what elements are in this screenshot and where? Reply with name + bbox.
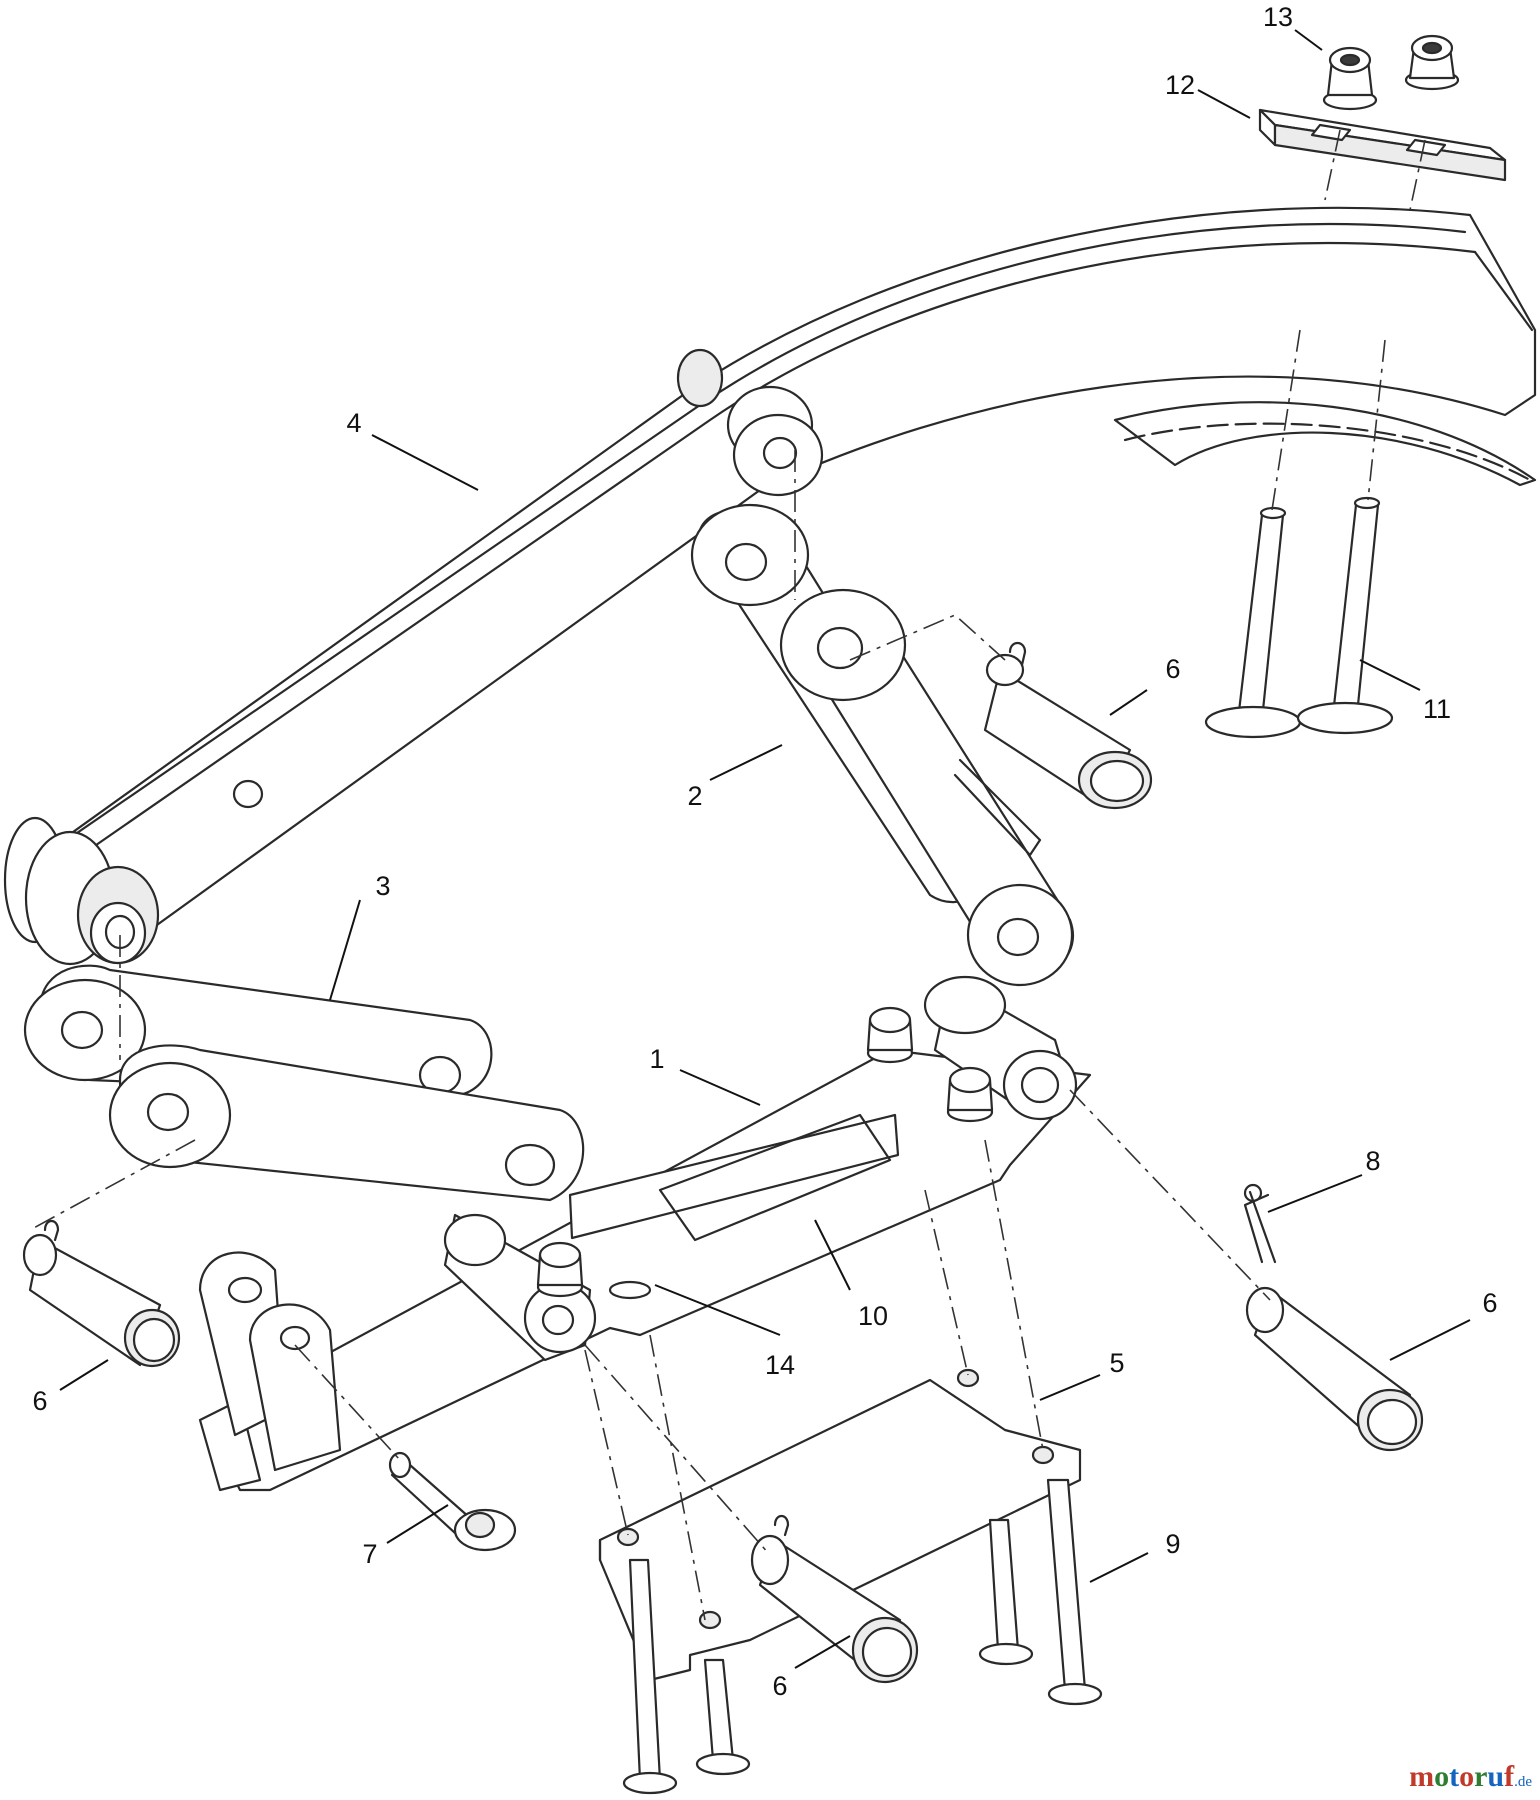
- part-7-pin: [388, 1451, 517, 1552]
- part-8-clip: [1243, 1183, 1277, 1264]
- watermark-logo: motoruf.de: [1409, 1760, 1532, 1794]
- callout-labels: 13 12 4 6 2 11 3 1 8 10 6 14 5 6 7 9 6: [32, 2, 1497, 1701]
- part-1-base-plate: [203, 1048, 1092, 1492]
- callout-13: 13: [1263, 2, 1293, 32]
- part-12-plate: [1258, 108, 1507, 182]
- part-2-link-front: [779, 588, 1074, 987]
- callout-3: 3: [375, 871, 390, 901]
- part-6-pin-upper-right: [983, 641, 1153, 810]
- part-4-boss: [726, 385, 824, 497]
- leader-lines: [59, 29, 1471, 1669]
- part-13-nuts: [1322, 34, 1460, 111]
- watermark-brand: motoruf: [1409, 1760, 1515, 1793]
- callout-12: 12: [1165, 70, 1195, 100]
- part-3-link-front: [108, 1044, 585, 1202]
- part-6-pin-bottom: [750, 1514, 919, 1684]
- watermark-tld: .de: [1514, 1774, 1532, 1790]
- part-1-clevis: [198, 1251, 342, 1492]
- part-6-pin-left: [22, 1219, 181, 1368]
- callout-7: 7: [362, 1539, 377, 1569]
- callout-11: 11: [1423, 694, 1451, 724]
- callout-1: 1: [649, 1044, 664, 1074]
- callout-5: 5: [1109, 1348, 1124, 1378]
- callout-2: 2: [687, 781, 702, 811]
- callout-14: 14: [765, 1350, 795, 1380]
- part-6-pin-lower-right: [1245, 1286, 1424, 1452]
- part-1-roller-right: [923, 975, 1078, 1121]
- callout-10: 10: [858, 1301, 888, 1331]
- callout-6-bottom: 6: [772, 1671, 787, 1701]
- callout-6-left: 6: [32, 1386, 47, 1416]
- part-14-nuts: [536, 1006, 994, 1300]
- callout-6-lower-right: 6: [1482, 1288, 1497, 1318]
- callout-9: 9: [1165, 1529, 1180, 1559]
- assembly-lines: [29, 129, 1426, 1621]
- part-11-bolts: [1113, 401, 1537, 739]
- part-1-roller-left: [443, 1213, 597, 1362]
- callout-6-upper-right: 6: [1165, 654, 1180, 684]
- part-4-arm: [3, 206, 1537, 966]
- callout-4: 4: [346, 408, 361, 438]
- part-9-bolts: [622, 1478, 1103, 1795]
- callout-8: 8: [1365, 1146, 1380, 1176]
